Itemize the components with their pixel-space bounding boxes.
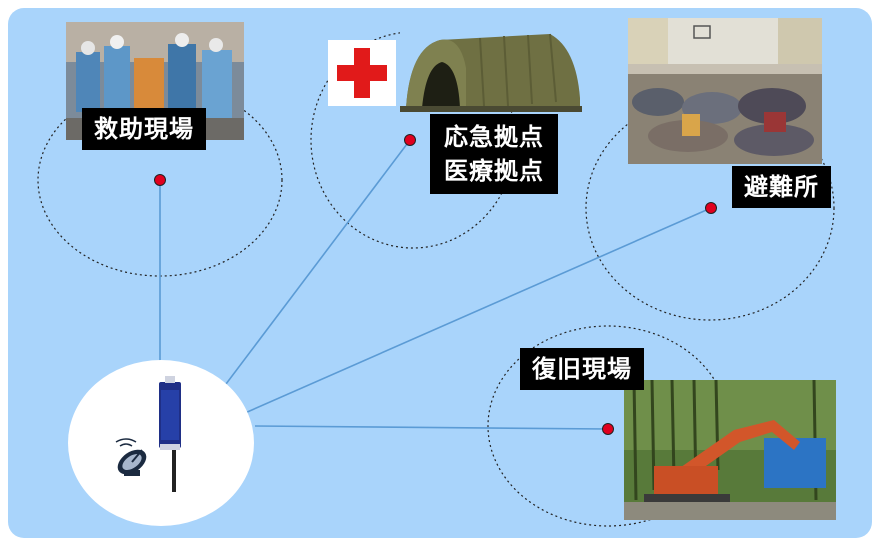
medical-base-label: 応急拠点 医療拠点 <box>430 114 558 194</box>
red-cross-icon <box>328 40 396 106</box>
excavator-site-photo <box>624 380 836 520</box>
shelter-label: 避難所 <box>732 166 831 208</box>
shelter-node-dot <box>705 202 717 214</box>
base-station-device <box>159 376 181 492</box>
medical-base-line1: 応急拠点 <box>444 123 544 151</box>
restoration-node-dot <box>602 423 614 435</box>
medical-node-dot <box>404 134 416 146</box>
rescue-node-dot <box>154 174 166 186</box>
link-medical <box>225 139 411 385</box>
base-station-hub <box>68 360 254 526</box>
restoration-site-label: 復旧現場 <box>520 348 644 390</box>
rescue-site-label: 救助現場 <box>82 108 206 150</box>
link-restoration <box>254 425 609 430</box>
satellite-dish-icon <box>115 438 147 476</box>
medical-base-line2: 医療拠点 <box>444 157 544 185</box>
field-tent-photo <box>400 28 582 112</box>
evacuation-gymnasium-photo <box>628 18 822 164</box>
link-shelter <box>244 207 712 414</box>
